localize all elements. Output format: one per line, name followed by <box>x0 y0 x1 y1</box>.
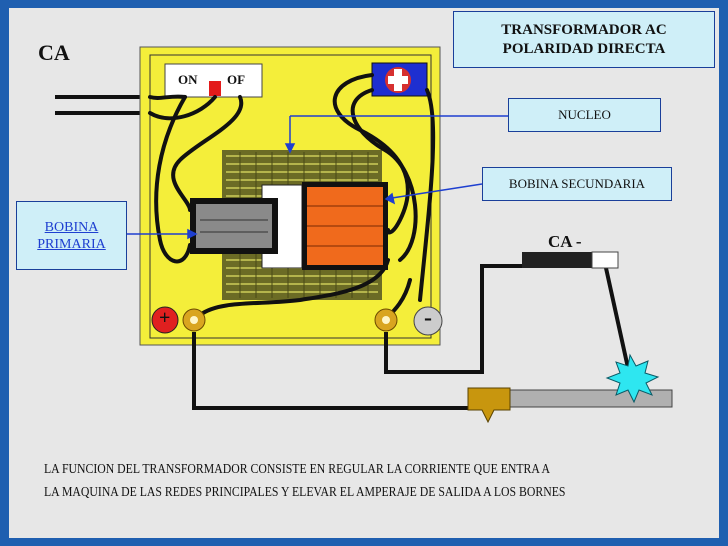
breaker-cross-h <box>388 76 408 84</box>
negative-terminal <box>413 306 443 336</box>
output-cable-tip <box>591 251 619 269</box>
spark-icon <box>605 353 660 404</box>
terminal-nut-left <box>182 308 206 332</box>
bobina-primaria-line-2: PRIMARIA <box>37 236 106 252</box>
bobina-secundaria-label: BOBINA SECUNDARIA <box>482 167 672 201</box>
title-box: TRANSFORMADOR AC POLARIDAD DIRECTA <box>453 11 715 68</box>
switch-on-label: ON <box>178 72 198 87</box>
caption-line-2: LA MAQUINA DE LAS REDES PRINCIPALES Y EL… <box>44 485 566 500</box>
output-label: CA - <box>548 232 582 251</box>
primary-coil <box>196 204 272 248</box>
caption-line-1: LA FUNCION DEL TRANSFORMADOR CONSISTE EN… <box>44 462 551 477</box>
switch-toggle[interactable] <box>209 81 221 96</box>
positive-terminal-label: + <box>159 307 171 329</box>
negative-terminal-label: - <box>424 305 432 331</box>
electrode-clamp <box>467 387 511 424</box>
bobina-primaria-line-1: BOBINA <box>44 219 99 235</box>
title-line-2: POLARIDAD DIRECTA <box>502 40 666 57</box>
switch-off-label: OF <box>227 72 246 87</box>
terminal-nut-right <box>374 308 398 332</box>
title-line-1: TRANSFORMADOR AC <box>501 21 667 38</box>
output-cable <box>522 252 592 268</box>
input-label: CA <box>38 40 70 65</box>
positive-terminal <box>151 306 179 334</box>
nucleo-label: NUCLEO <box>508 98 661 132</box>
label-arrows <box>126 115 508 240</box>
panel-wiring <box>148 73 436 322</box>
bobina-primaria-label: BOBINA PRIMARIA <box>16 201 127 270</box>
output-wiring <box>192 264 630 410</box>
